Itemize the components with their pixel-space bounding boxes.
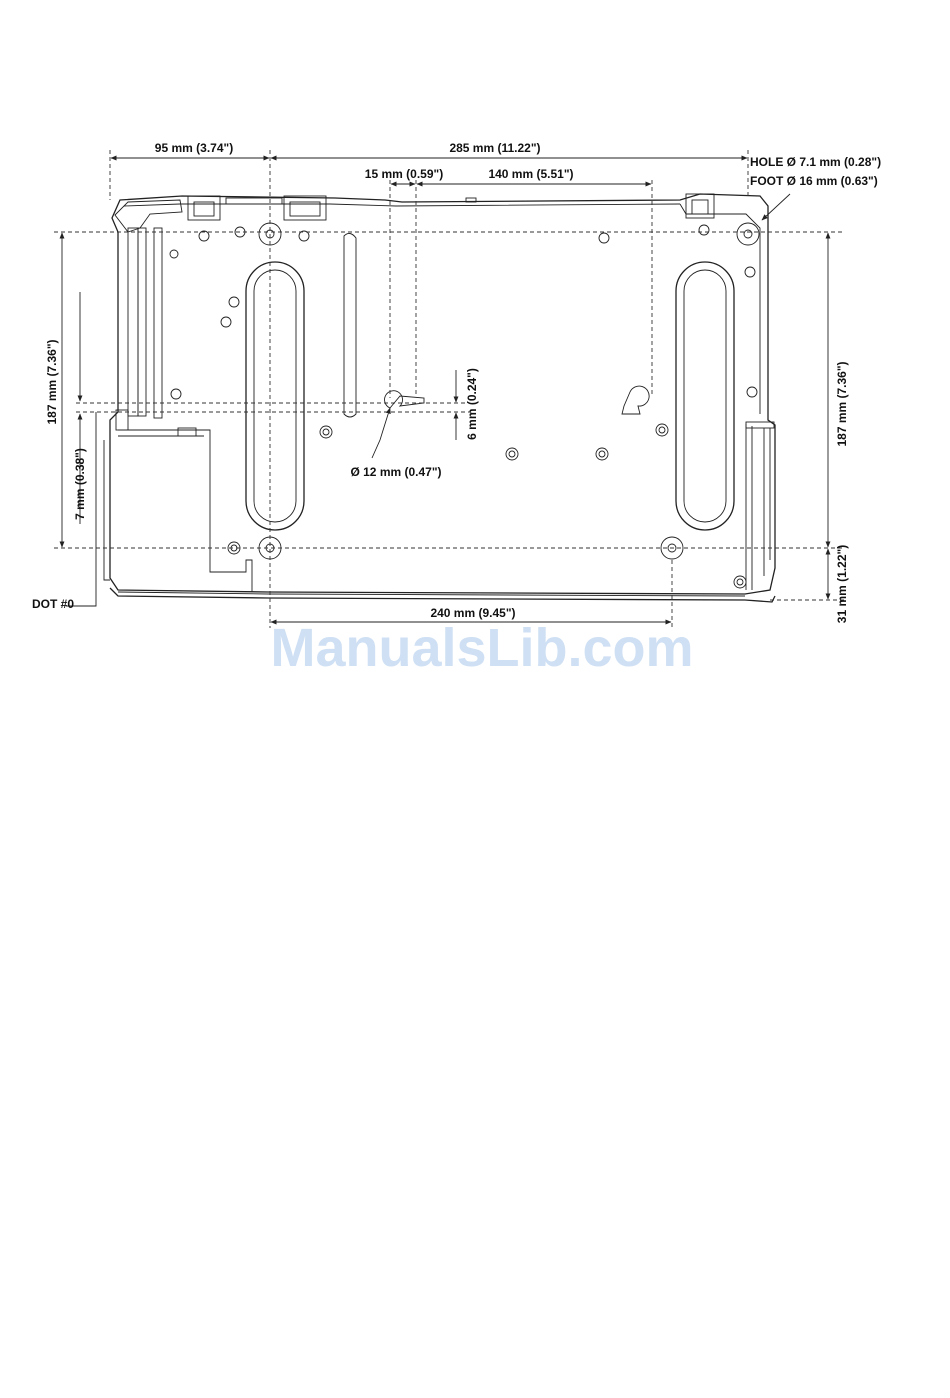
foot-bottom-left <box>259 537 281 559</box>
foot-top-right <box>737 223 759 245</box>
keyhole-right <box>622 386 649 414</box>
label-left-offset: 7 mm (0.38") <box>73 448 87 520</box>
label-foot-spec: FOOT Ø 16 mm (0.63") <box>750 174 878 188</box>
label-spacing-140: 140 mm (5.51") <box>488 167 573 181</box>
label-top-right-width: 285 mm (11.22") <box>449 141 540 155</box>
label-left-height: 187 mm (7.36") <box>45 339 59 424</box>
label-dot-zero: DOT #0 <box>32 597 74 611</box>
label-offset-15: 15 mm (0.59") <box>365 167 443 181</box>
label-hole-spec: HOLE Ø 7.1 mm (0.28") <box>750 155 881 169</box>
label-bottom-offset: 31 mm (1.22") <box>835 545 849 623</box>
label-right-height: 187 mm (7.36") <box>835 361 849 446</box>
watermark: ManualsLib.com <box>270 618 693 678</box>
device-outline <box>104 194 775 602</box>
keyhole-left <box>385 391 424 408</box>
label-top-left-width: 95 mm (3.74") <box>155 141 233 155</box>
label-keyhole-height: 6 mm (0.24") <box>465 368 479 440</box>
label-keyhole-diameter: Ø 12 mm (0.47") <box>350 465 441 479</box>
dimension-lines <box>62 158 828 622</box>
